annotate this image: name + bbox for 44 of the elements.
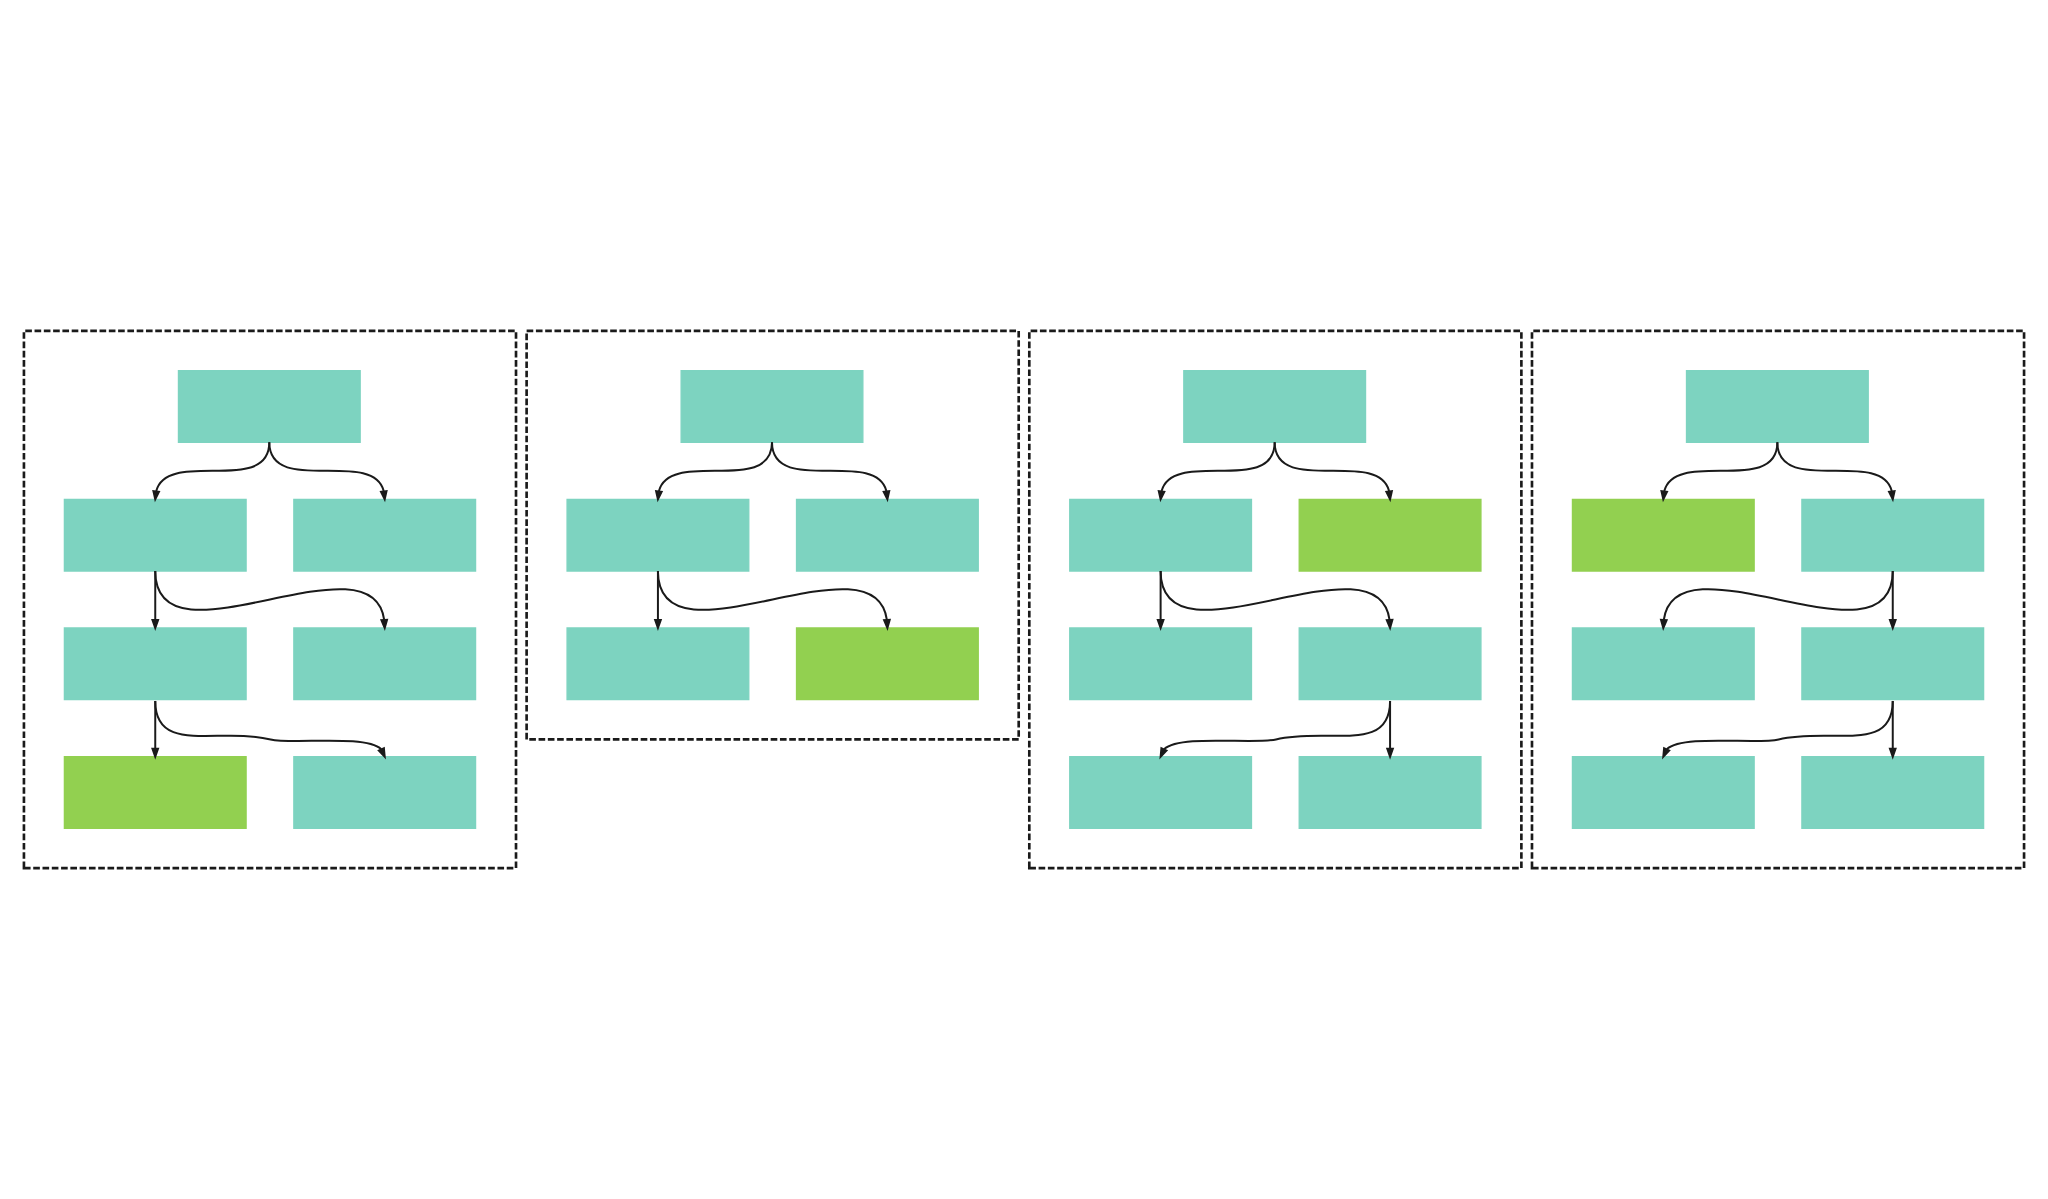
cluster [22, 329, 518, 870]
arrow [1385, 699, 1395, 760]
node-box [63, 756, 247, 829]
node-box [1685, 370, 1869, 443]
node-box [1298, 756, 1482, 829]
arrow [1273, 441, 1394, 503]
node-box [566, 498, 750, 572]
arrow [656, 570, 891, 632]
arrow [1888, 570, 1897, 632]
node-box [177, 370, 361, 443]
node-box [1298, 498, 1482, 572]
node-box [293, 627, 477, 701]
arrow [1659, 570, 1894, 632]
node-box [1183, 370, 1367, 443]
node-box [795, 627, 979, 701]
node-box [1801, 498, 1985, 572]
node-box [1571, 498, 1755, 572]
arrow [1888, 699, 1897, 760]
node-box [1298, 627, 1482, 701]
cluster [1530, 329, 2026, 870]
node-box [1069, 756, 1253, 829]
arrow [154, 699, 386, 760]
node-box [63, 627, 247, 701]
node-box [1571, 627, 1755, 701]
node-box [1069, 627, 1253, 701]
node-box [63, 498, 247, 572]
node-box [293, 756, 477, 829]
arrow [1776, 441, 1896, 503]
node-box [1069, 498, 1253, 572]
arrow [1159, 570, 1394, 632]
node-box [680, 370, 864, 443]
arrow [268, 441, 388, 503]
cluster [525, 329, 1020, 741]
node-box [293, 498, 477, 572]
node-box [1801, 756, 1985, 829]
cluster [1028, 329, 1523, 870]
node-box [795, 498, 979, 572]
node-box [1571, 756, 1755, 829]
arrow [771, 441, 891, 503]
arrow [154, 570, 389, 632]
arrow [1159, 699, 1392, 760]
node-box [1801, 627, 1985, 701]
arrow [1662, 699, 1894, 760]
node-box [566, 627, 750, 701]
